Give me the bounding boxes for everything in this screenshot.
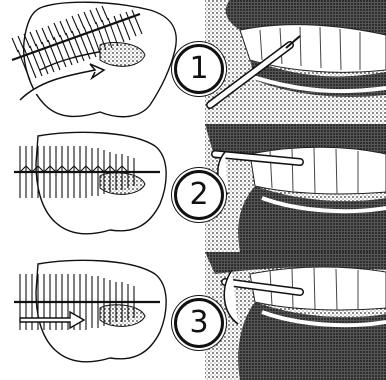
step-number-badge-2: 2 <box>174 170 224 220</box>
step-number-1: 1 <box>189 54 208 84</box>
step-panel-3: 3 <box>0 252 386 380</box>
mouth-photo <box>205 124 386 252</box>
step-panel-1: 1 <box>0 0 386 124</box>
motion-arrow <box>20 312 84 328</box>
mouth-photo <box>205 252 386 380</box>
step-number-3: 3 <box>189 308 208 338</box>
step-number-badge-1: 1 <box>174 44 224 94</box>
step-panel-2: 2 <box>0 124 386 252</box>
step-number-badge-3: 3 <box>174 298 224 348</box>
step-number-2: 2 <box>189 180 208 210</box>
mouth-photo <box>205 0 386 124</box>
gum-shape <box>100 42 145 66</box>
